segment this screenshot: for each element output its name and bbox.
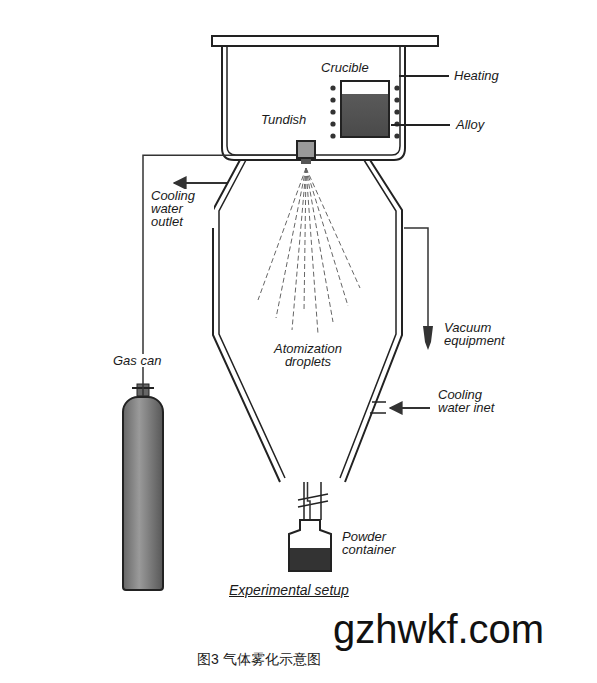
spray-line: [292, 168, 306, 330]
inlet-arrow: [390, 407, 430, 409]
melting-vessel-wall: [222, 46, 405, 160]
bottle-body: [289, 520, 331, 571]
spray-line: [306, 168, 318, 334]
chamber-inner-wall: [219, 160, 396, 478]
gas-pipe: [308, 482, 311, 520]
leader-line: [391, 124, 450, 126]
chamber-outline: [210, 160, 405, 482]
coil-dot: [330, 121, 335, 126]
coil-dot: [330, 109, 335, 114]
outlet-pipe: [303, 482, 305, 520]
coil-dot: [330, 97, 335, 102]
spray-lines: [258, 168, 360, 334]
figure-subtitle: Experimental setup: [228, 584, 350, 597]
outlet-arrow: [174, 182, 228, 184]
part-label: Heating: [453, 69, 500, 82]
vacuum-valve: [423, 326, 433, 350]
crucible-box: Crucible: [340, 80, 390, 138]
node-label: Crucible: [320, 61, 370, 74]
part-label: Cooling water inet: [437, 388, 501, 414]
atomization-chamber: Atomization droplets: [210, 160, 405, 482]
coil-dot: [394, 97, 399, 102]
coil-dot: [330, 133, 335, 138]
part-label: Alloy: [455, 118, 485, 131]
figure-caption: 图3 气体雾化示意图: [196, 651, 322, 667]
watermark: gzhwkf.com: [332, 607, 545, 651]
node-label: Powder container: [341, 530, 418, 556]
coil-dot: [394, 133, 399, 138]
node-label: Atomization droplets: [257, 342, 359, 368]
powder-fill: [290, 548, 330, 570]
spray-line: [306, 168, 348, 306]
melting-vessel-inner-wall: [227, 46, 400, 155]
spray-line: [258, 168, 306, 300]
vacuum-line: [404, 228, 428, 326]
outlet-pipe: [320, 482, 322, 520]
node-label: Gas can: [112, 354, 162, 367]
coil-dot: [394, 109, 399, 114]
spray-line: [306, 168, 360, 288]
part-label: Cooling water outlet: [150, 189, 214, 228]
part-label: Vacuum equipment: [443, 321, 535, 347]
coil-dot: [394, 85, 399, 90]
lid-flange: [212, 36, 438, 46]
bottle-outline: [287, 520, 333, 572]
chamber-outer-wall: [213, 160, 402, 482]
node-label: Tundish: [260, 113, 307, 126]
powder-container: Powder container: [287, 520, 333, 572]
leader-line: [399, 75, 449, 77]
spray-line: [276, 168, 306, 318]
spray-line: [304, 168, 306, 312]
coil-dot: [330, 85, 335, 90]
tundish-box: Tundish: [296, 140, 316, 159]
pipe-break: [298, 494, 328, 507]
gas-cylinder: Gas can: [122, 396, 164, 591]
inlet-pipe: [372, 401, 386, 403]
